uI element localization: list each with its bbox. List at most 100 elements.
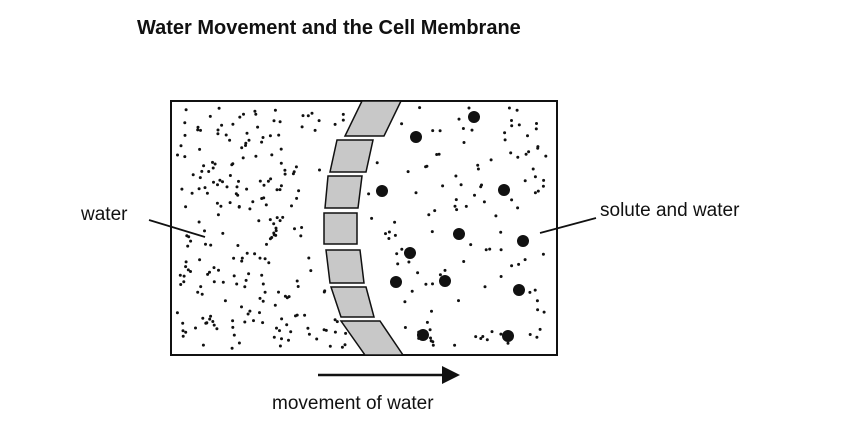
water-molecule [183, 121, 187, 125]
water-molecule [403, 300, 407, 304]
water-molecule [228, 174, 232, 177]
water-molecule [258, 311, 261, 315]
water-molecule [309, 269, 313, 273]
water-molecule [240, 256, 244, 260]
water-molecule [232, 256, 236, 260]
water-molecule [234, 192, 238, 196]
water-molecule [208, 114, 212, 118]
water-molecule [490, 330, 494, 334]
water-molecule [243, 320, 247, 324]
water-molecule [503, 138, 507, 142]
water-molecule [544, 154, 548, 158]
water-molecule [272, 335, 276, 339]
water-molecule [278, 188, 282, 192]
water-molecule [474, 335, 478, 339]
water-molecule [418, 106, 422, 110]
water-molecule [202, 164, 206, 168]
water-molecule [279, 161, 283, 165]
water-molecule [340, 345, 344, 349]
solute-particles [376, 111, 529, 342]
water-molecule [211, 166, 215, 170]
water-molecule [248, 309, 252, 313]
water-molecule [435, 153, 439, 156]
water-molecule [265, 242, 268, 246]
water-molecule [433, 209, 437, 213]
water-molecule [212, 266, 216, 270]
water-molecule [499, 230, 503, 234]
water-molecule [196, 128, 200, 132]
water-molecule [221, 280, 225, 284]
water-molecule [274, 229, 278, 233]
solute-particle [439, 275, 451, 287]
water-molecule [204, 242, 207, 246]
water-molecule [416, 271, 420, 275]
membrane-segment [343, 100, 403, 137]
water-molecule [427, 213, 431, 217]
water-molecule [217, 268, 220, 272]
water-molecule [333, 318, 337, 322]
water-molecule [279, 147, 283, 151]
water-molecule [244, 141, 248, 145]
water-molecule [272, 222, 276, 226]
water-molecule [244, 278, 248, 282]
water-molecule [277, 290, 280, 294]
water-molecule [260, 140, 264, 144]
water-molecule [203, 229, 206, 233]
water-molecule [267, 261, 271, 265]
water-molecule [245, 187, 249, 191]
water-molecule [228, 201, 232, 205]
water-molecule [179, 283, 183, 286]
water-molecule [212, 280, 216, 284]
water-molecule [220, 123, 224, 127]
water-molecule [245, 251, 249, 255]
water-molecule [178, 273, 182, 277]
solute-particle [453, 228, 465, 240]
water-molecule [431, 282, 434, 286]
water-molecule [510, 198, 514, 202]
water-molecule [328, 344, 332, 348]
water-molecule [197, 187, 201, 191]
water-molecule [263, 257, 267, 261]
water-molecule [464, 204, 468, 208]
water-molecule [430, 309, 433, 313]
water-molecule [251, 200, 255, 204]
water-molecule [278, 120, 282, 124]
water-molecule [291, 172, 295, 176]
water-molecule [462, 260, 466, 263]
water-molecule [429, 336, 432, 340]
water-molecule [524, 152, 528, 156]
water-molecule [396, 262, 400, 266]
solute-particle [502, 330, 514, 342]
water-molecule [278, 344, 282, 348]
water-molecule [269, 177, 273, 181]
water-molecule [212, 180, 215, 184]
water-molecule [184, 108, 188, 112]
water-molecule [275, 326, 278, 330]
water-molecule [290, 204, 293, 208]
water-molecule [297, 189, 301, 193]
water-molecule [190, 191, 194, 195]
water-molecule [515, 108, 519, 112]
water-molecule [213, 162, 217, 166]
arrow-head-icon [442, 366, 460, 384]
water-molecule [481, 335, 485, 338]
water-molecule [489, 158, 493, 162]
membrane-segment [329, 139, 374, 173]
water-molecule [457, 117, 461, 121]
water-molecule [536, 308, 540, 312]
water-molecule [533, 191, 537, 195]
water-molecule [280, 337, 283, 341]
water-molecule [541, 252, 545, 256]
water-molecule [499, 248, 503, 252]
water-molecule [278, 329, 281, 333]
water-molecule [218, 178, 222, 182]
water-molecule [541, 184, 545, 188]
water-molecule [208, 317, 212, 321]
water-molecule [203, 186, 207, 190]
water-molecule [295, 196, 299, 200]
water-molecule [479, 185, 483, 189]
water-molecule [341, 118, 345, 122]
water-molecule [536, 189, 540, 193]
water-molecule [428, 328, 432, 332]
